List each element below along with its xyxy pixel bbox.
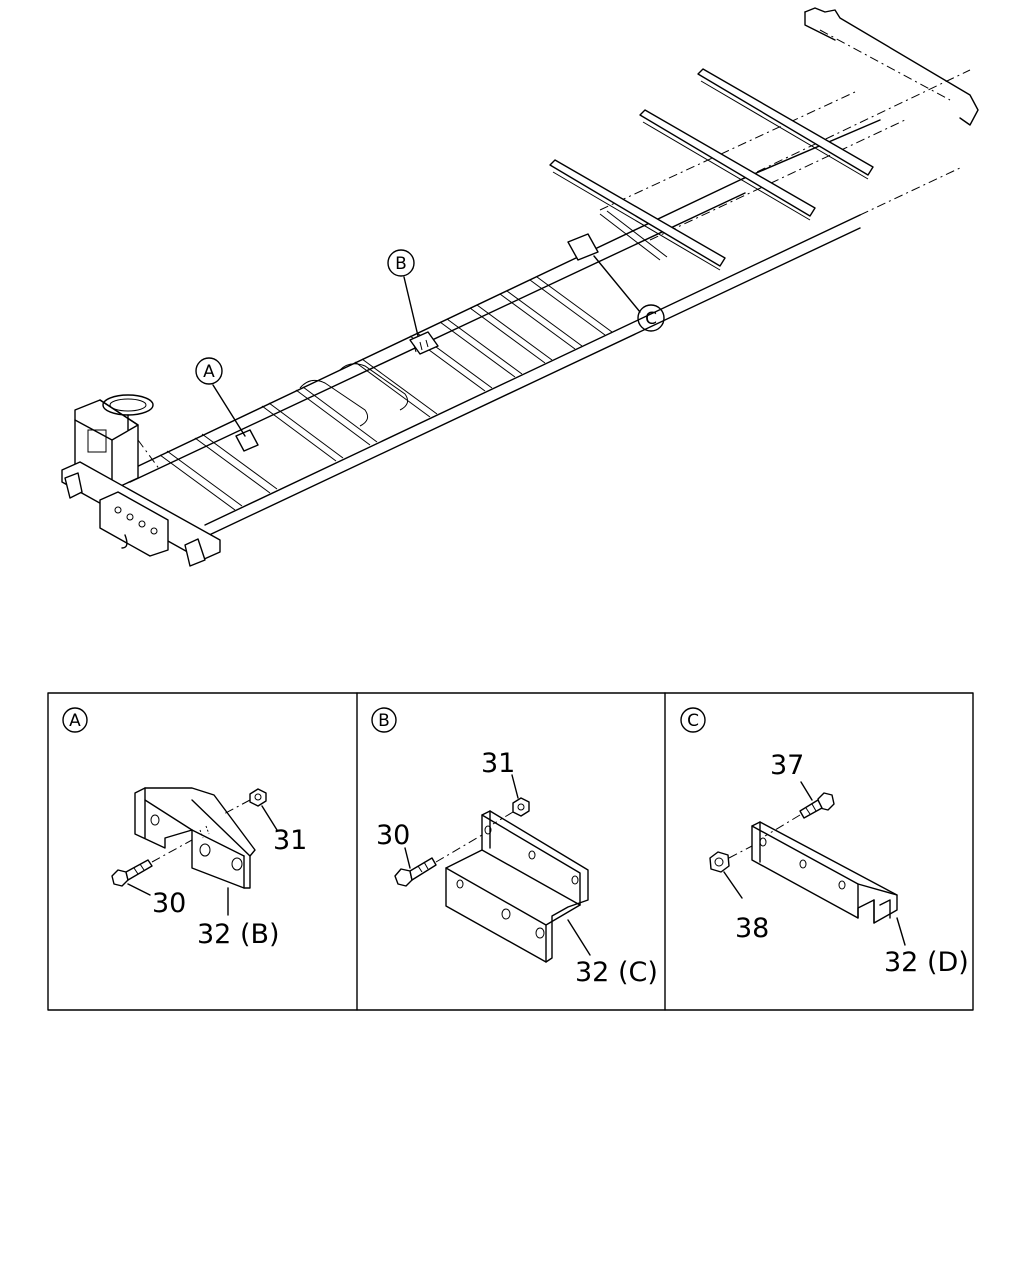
nut-38: [709, 845, 753, 873]
label-30: 30: [152, 888, 186, 919]
panel-c: C 37 38 32 (D): [680, 707, 969, 978]
bolt-30: [394, 834, 483, 887]
nut-31: [221, 788, 267, 816]
callout-a-label: A: [203, 362, 215, 382]
callout-b: B: [387, 249, 415, 277]
label-32b: 32 (B): [197, 919, 280, 950]
panel-a-letter: A: [69, 711, 81, 731]
label-31: 31: [481, 748, 515, 779]
callout-leaders: [212, 255, 641, 437]
panel-a: A 31 30: [62, 707, 307, 950]
panel-b: B: [371, 707, 658, 988]
label-30: 30: [376, 820, 410, 851]
label-31: 31: [273, 825, 307, 856]
label-38: 38: [735, 913, 769, 944]
label-32d: 32 (D): [884, 947, 969, 978]
detail-panels-frame: [47, 692, 974, 1011]
callout-c-label: C: [645, 309, 657, 329]
callout-a: A: [195, 357, 223, 385]
label-32c: 32 (C): [575, 957, 658, 988]
label-37: 37: [770, 750, 804, 781]
nut-31: [492, 797, 530, 825]
bolt-30: [111, 839, 193, 887]
callout-c: C: [637, 304, 665, 332]
bracket-32d: [751, 821, 898, 924]
bracket-32b: [134, 787, 256, 889]
bolt-37: [764, 792, 835, 837]
panel-b-letter: B: [378, 711, 390, 731]
bracket-32c: [445, 810, 589, 963]
chassis-frame: [61, 7, 979, 567]
callout-b-label: B: [395, 254, 407, 274]
panel-c-letter: C: [687, 711, 699, 731]
